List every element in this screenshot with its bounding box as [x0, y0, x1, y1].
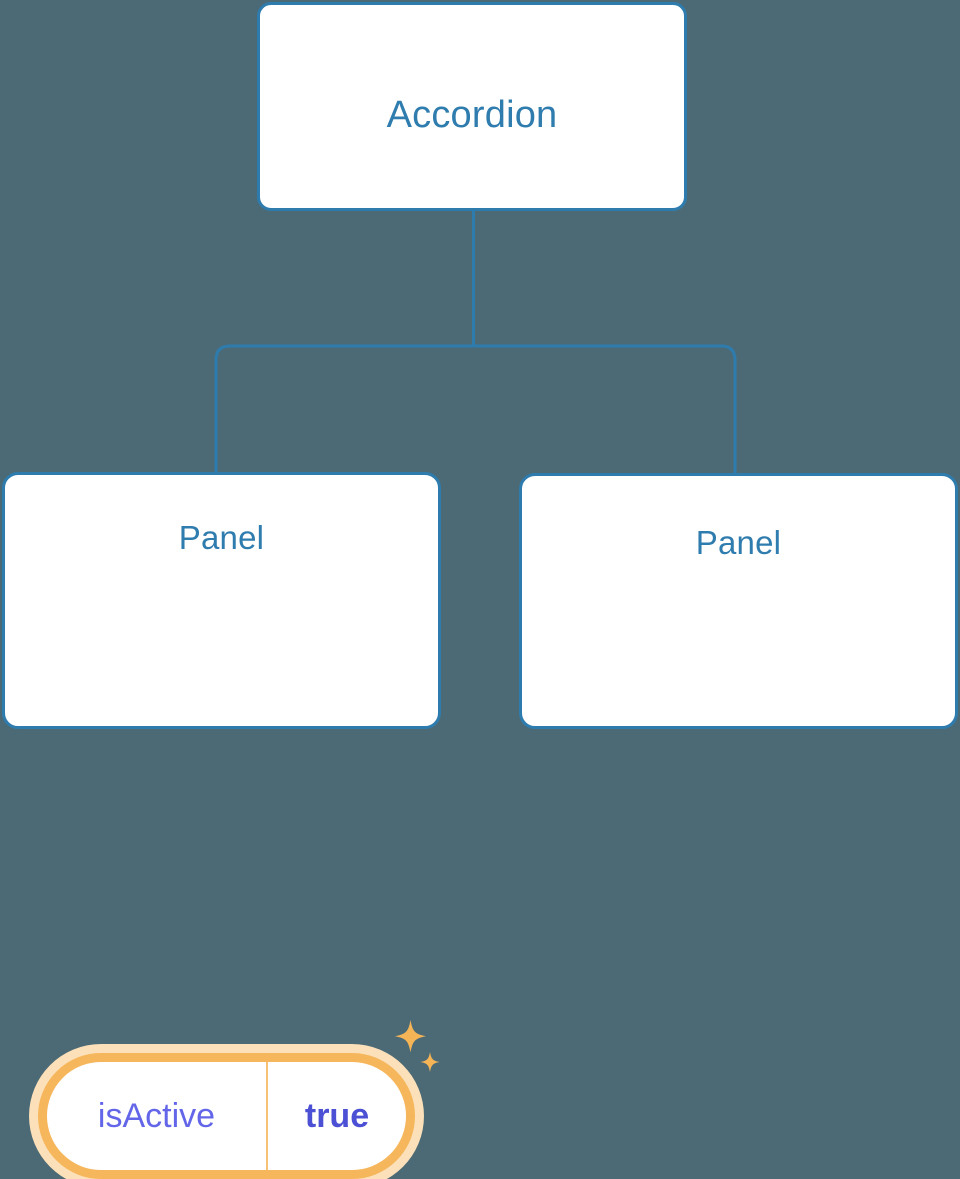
- sparkle-group: [395, 1020, 440, 1072]
- tree-connector-bracket: [214, 344, 737, 476]
- node-title-panel: Panel: [695, 524, 782, 561]
- node-card-accordion[interactable]: Accordion: [257, 2, 687, 211]
- node-title-panel: Panel: [178, 519, 265, 556]
- sparkle-icon: [395, 1020, 426, 1053]
- node-title-accordion: Accordion: [386, 94, 558, 136]
- prop-value-label: true: [304, 1096, 370, 1135]
- prop-pill-isactive-true[interactable]: isActive true: [38, 1053, 415, 1179]
- node-card-panel-active[interactable]: Panel isActive true: [2, 472, 441, 1179]
- prop-key-label: isActive: [47, 1062, 268, 1170]
- sparkle-icon: [420, 1052, 440, 1072]
- node-card-panel-inactive[interactable]: Panel isActive false: [519, 473, 958, 729]
